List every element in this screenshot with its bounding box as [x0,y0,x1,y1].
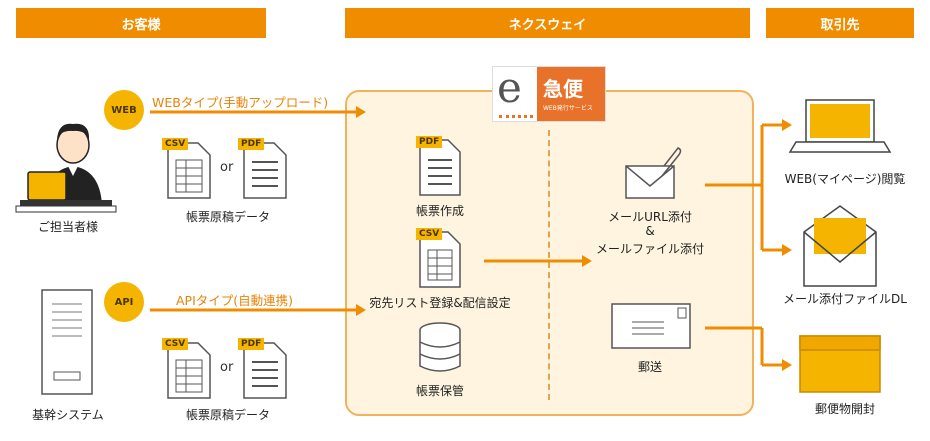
customer-csv-doc-top [167,142,211,199]
web-route-label: WEBタイプ(手動アップロード) [152,95,329,110]
customer-csv-doc-bottom [167,342,211,399]
partner-mail-dl-label: メール添付ファイルDL [783,292,907,306]
post-label: 郵送 [637,360,662,374]
service-csv-doc [419,231,461,288]
mail-label-amp: & [645,224,655,238]
customer-pdf-doc-bottom [243,342,287,399]
step-create-label: 帳票作成 [415,204,464,218]
envelope-clip-icon [625,147,682,199]
customer-pdf-tag-top: PDF [238,138,265,150]
system-label: 基幹システム [32,408,104,422]
customer-csv-tag-bottom: CSV [162,338,189,350]
parcel-icon [799,335,881,393]
server-icon [41,289,93,395]
header-partner: 取引先 [766,8,914,38]
logo-sub: WEB発行サービス [543,105,593,112]
service-divider [548,130,550,400]
postal-envelope-icon [611,303,691,349]
service-pdf-tag: PDF [416,136,443,148]
service-csv-tag: CSV [416,228,443,240]
open-envelope-icon [803,205,877,287]
or-label-bottom: or [220,360,234,375]
mail-label-1: メールURL添付 [608,210,692,224]
logo-e: e [497,63,522,112]
data-label-bottom: 帳票原稿データ [185,408,270,422]
web-badge: WEB [104,90,144,130]
customer-pdf-doc-top [243,142,287,199]
data-label-top: 帳票原稿データ [185,210,270,224]
person-label: ご担当者様 [37,220,98,234]
partner-web-view-label: WEB(マイページ)閲覧 [784,172,906,186]
customer-pdf-tag-bottom: PDF [238,338,265,350]
header-customer: お客様 [16,8,266,38]
partner-mail-open-label: 郵便物開封 [814,402,875,416]
web-route-arrow [150,106,366,118]
service-pdf-doc [419,139,461,196]
header-nexway: ネクスウェイ [345,8,750,38]
logo-main: 急便 [543,77,583,101]
e-kyubin-logo: e 急便 WEB発行サービス [492,63,606,122]
api-route-label: APIタイプ(自動連携) [176,293,294,308]
person-icon [15,123,117,213]
or-label-top: or [220,160,234,175]
api-badge: API [104,282,144,322]
mail-label-2: メールファイル添付 [595,242,704,256]
api-route-arrow [150,304,366,316]
laptop-icon [788,99,892,153]
register-to-mail-arrow [484,255,592,267]
mail-to-partner-arrows [705,119,792,256]
post-to-partner-arrow [705,326,792,371]
customer-csv-tag-top: CSV [162,138,189,150]
step-register-label: 宛先リスト登録&配信設定 [369,296,511,310]
step-store-label: 帳票保管 [415,384,464,398]
database-icon [419,322,461,372]
